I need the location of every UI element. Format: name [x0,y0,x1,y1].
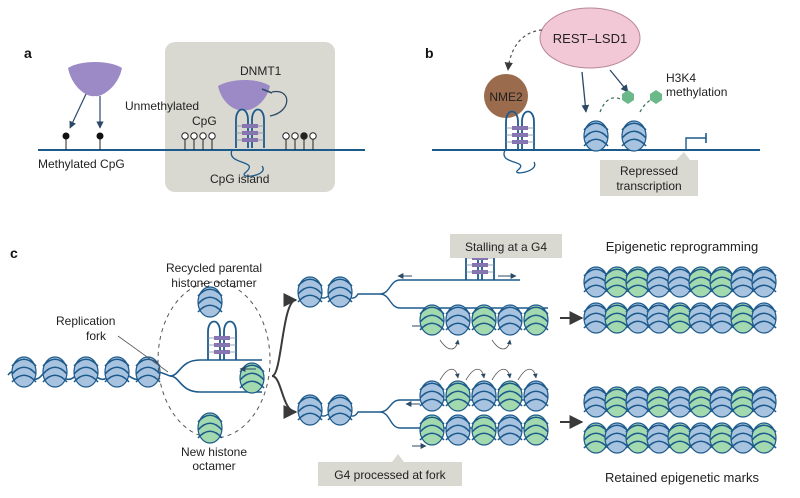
repressed-label-line1: Repressed [620,164,678,178]
recycled-label-line1: Recycled parental [166,261,262,275]
methylated-cpg-label: Methylated CpG [38,157,125,171]
h3k4-label-line1: H3K4 [666,71,696,85]
stalling-box [450,234,562,258]
stalling-label: Stalling at a G4 [465,240,547,254]
g4-loop-b [503,149,536,174]
h3k4-mark-2 [650,90,662,104]
retained-row-2-nucleosome [751,422,777,454]
rest-lsd1-complex [539,7,641,69]
unmethylated-label-line1: Unmethylated [125,99,199,113]
branch-arrow-top [271,293,298,377]
cpg-island-label: CpG island [210,172,269,186]
processed-box [318,462,462,486]
rest-to-nucleosome-arrow [581,71,590,113]
dnmt1-label: DNMT1 [240,64,282,78]
panel-a: a Methylated CpG DNMT1 Unmethylated CpG [24,42,365,192]
result-chromatin [583,266,777,454]
nucleosome-parental-4 [104,356,130,388]
replication-label-line1: Replication [56,314,115,328]
panel-c: c Recycled parental histone octamer Repl… [7,234,777,486]
reprogrammed-row-2 [583,302,777,334]
new-histone-label-line2: octamer [192,459,235,473]
retained-row-1-nucleosome [751,386,777,418]
panel-b-letter: b [425,45,434,61]
nucleosome-parental-3 [73,356,99,388]
retained-row-2 [583,422,777,454]
fork-pointer-line [117,335,169,373]
rest-to-mark-arrow [609,69,629,93]
repressed-label-line2: transcription [616,179,681,193]
recycled-label-line2: histone octamer [171,276,256,290]
panel-a-letter: a [24,45,32,61]
unmethylated-cpg-marks-right [282,132,317,150]
reprogrammed-row-2-nucleosome [751,302,777,334]
nucleosome-parental-1 [11,356,37,388]
reprogrammed-row-1 [583,266,777,298]
nucleosome-b2 [621,120,647,152]
new-histone-octamer [197,412,223,444]
nucleosome-parental-2 [42,356,68,388]
replication-label-line2: fork [86,329,107,343]
repressed-box [600,160,698,196]
h3k4-mark-1 [622,90,634,104]
h3k4-label-line2: methylation [666,85,727,99]
rest-lsd1-label: REST–LSD1 [553,31,627,46]
retained-row-1 [583,386,777,418]
cpg-island-box [165,42,335,192]
unmethylated-cpg-marks-left [181,132,216,150]
dnmt-free-enzyme [68,62,122,97]
rest-to-nme2-arrow [504,29,543,71]
g4-loop-a [230,149,264,177]
fork-lower-strand [169,375,262,393]
scenario-stalling: Stalling at a G4 [297,234,562,350]
reprogramming-label: Epigenetic reprogramming [606,239,758,254]
nucleosome-b1 [583,120,609,152]
nme2-protein [484,74,528,118]
dnmt1-inhibition-arrow [269,90,288,117]
nme2-label: NME2 [489,90,523,104]
branch-arrow-bottom [271,375,298,419]
fork-upper-strand [169,359,262,377]
dnmt1-enzyme [218,80,270,111]
methylated-cpg-marks [62,132,104,150]
reprogrammed-row-1-nucleosome [751,266,777,298]
g4-quadruplex-fork [207,320,237,361]
processed-label: G4 processed at fork [334,468,446,482]
panel-c-letter: c [10,245,18,261]
arrow-to-cpg-1 [69,93,87,129]
promoter-symbol [685,137,706,150]
unmethylated-label-line2: CpG [192,114,217,128]
nucleosome-fork-new [239,362,265,394]
nucleosome-parental-5 [135,356,161,388]
mark-tail-1 [599,97,623,113]
panel-b: b REST–LSD1 NME2 H3K4 methylation Repres… [425,7,760,196]
scenario-processed: G4 processed at fork [297,368,549,486]
retained-label: Retained epigenetic marks [605,470,759,485]
new-histone-label-line1: New histone [181,445,247,459]
recycled-histone-octamer [197,286,223,318]
